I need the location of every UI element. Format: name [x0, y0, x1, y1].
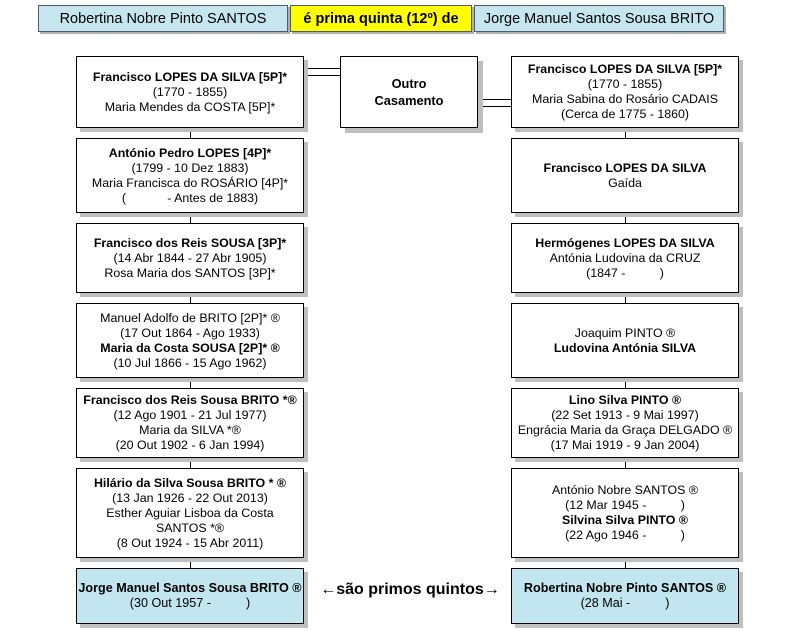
person-line: Manuel Adolfo de BRITO [2P]* ®: [100, 310, 280, 325]
person-line: (Cerca de 1775 - 1860): [560, 107, 690, 121]
person-line: Jorge Manuel Santos Sousa BRITO ®: [78, 581, 302, 595]
person-line: Gaída: [608, 175, 642, 190]
person-line: Maria da SILVA *®: [139, 423, 241, 437]
connector-right-spine-6: [625, 558, 626, 568]
person-line: Antónia Ludovina da CRUZ: [549, 250, 701, 265]
ancestor-r5[interactable]: Lino Silva PINTO ® (22 Set 1913 - 9 Mai …: [511, 388, 739, 458]
person-line: Maria Sabina do Rosário CADAIS: [532, 92, 718, 106]
person-line: (10 Jul 1866 - 15 Ago 1962): [113, 355, 267, 370]
connector-left-spine-1: [190, 128, 191, 138]
person-line: (12 Ago 1901 - 21 Jul 1977): [113, 408, 267, 422]
person-line: (8 Out 1924 - 15 Abr 2011): [116, 535, 264, 550]
subject-left[interactable]: Jorge Manuel Santos Sousa BRITO ® (30 Ou…: [76, 568, 304, 624]
header-relationship-label: é prima quinta (12º) de: [290, 5, 472, 32]
connector-left-spine-3: [190, 293, 191, 303]
ancestor-l4[interactable]: Manuel Adolfo de BRITO [2P]* ® (17 Out 1…: [76, 303, 304, 378]
person-line: (1799 - 10 Dez 1883): [131, 160, 249, 175]
connector-left-spine-5: [190, 458, 191, 468]
person-line: Silvina Silva PINTO ®: [562, 513, 688, 527]
connector-other-marriage-left-a: [288, 68, 341, 69]
connector-right-spine-4: [625, 378, 626, 388]
ancestor-l2[interactable]: António Pedro LOPES [4P]* (1799 - 10 Dez…: [76, 138, 304, 213]
person-line: Francisco LOPES DA SILVA [5P]*: [527, 62, 723, 76]
person-line: Hilário da Silva Sousa BRITO * ®: [93, 475, 287, 490]
connector-right-spine-5: [625, 458, 626, 468]
person-line: António Nobre SANTOS ®: [552, 483, 698, 497]
ancestor-l1[interactable]: Francisco LOPES DA SILVA [5P]* (1770 - 1…: [76, 56, 304, 128]
connector-right-spine-2: [625, 213, 626, 223]
person-line: (13 Jan 1926 - 22 Out 2013): [112, 490, 268, 505]
connector-left-spine-4: [190, 378, 191, 388]
person-line: António Pedro LOPES [4P]*: [108, 145, 272, 160]
person-line: Maria da Costa SOUSA [2P]* ®: [100, 340, 280, 355]
person-line: Rosa Maria dos SANTOS [3P]*: [104, 265, 276, 280]
header-person-right[interactable]: Jorge Manuel Santos Sousa BRITO: [474, 5, 724, 32]
person-line: Robertina Nobre Pinto SANTOS ®: [523, 581, 727, 595]
ancestor-l6[interactable]: Hilário da Silva Sousa BRITO * ® (13 Jan…: [76, 468, 304, 558]
cousin-relation-label: ←são primos quintos→: [320, 581, 500, 598]
person-line: (22 Set 1913 - 9 Mai 1997): [551, 408, 699, 422]
person-line: (22 Ago 1946 - ): [565, 528, 685, 542]
person-line: (30 Out 1957 - ): [129, 596, 251, 610]
person-line: Maria Mendes da COSTA [5P]*: [104, 99, 276, 114]
person-line: (17 Mai 1919 - 9 Jan 2004): [550, 438, 700, 452]
person-line: (1847 - ): [586, 265, 664, 280]
person-line: Lino Silva PINTO ®: [568, 393, 682, 407]
connector-right-spine-3: [625, 293, 626, 303]
person-line: (28 Mai - ): [580, 596, 670, 610]
person-line: Hermógenes LOPES DA SILVA: [535, 235, 715, 250]
ancestor-l5[interactable]: Francisco dos Reis Sousa BRITO *® (12 Ag…: [76, 388, 304, 458]
person-line: (1770 - 1855): [587, 77, 663, 91]
connector-right-spine-1: [625, 128, 626, 138]
person-line: Francisco LOPES DA SILVA [5P]*: [92, 69, 288, 84]
header-person-left[interactable]: Robertina Nobre Pinto SANTOS: [38, 5, 288, 32]
other-marriage-line1: Outro: [391, 76, 427, 91]
connector-other-marriage-right-a: [478, 99, 536, 100]
person-line: Esther Aguiar Lisboa da Costa: [106, 505, 274, 520]
person-line: (17 Out 1864 - Ago 1933): [120, 325, 260, 340]
connector-left-spine-6: [190, 558, 191, 568]
connector-other-marriage-right-b: [478, 106, 536, 107]
ancestor-r6[interactable]: António Nobre SANTOS ® (12 Mar 1945 - ) …: [511, 468, 739, 558]
ancestor-r2[interactable]: Francisco LOPES DA SILVA Gaída: [511, 138, 739, 213]
person-line: Francisco dos Reis SOUSA [3P]*: [93, 235, 287, 250]
connector-left-spine-2: [190, 213, 191, 223]
other-marriage-line2: Casamento: [374, 93, 444, 108]
ancestor-r3[interactable]: Hermógenes LOPES DA SILVA Antónia Ludovi…: [511, 223, 739, 293]
person-line: SANTOS *®: [155, 520, 225, 535]
connector-other-marriage-left-b: [288, 75, 341, 76]
person-line: Maria Francisca do ROSÁRIO [4P]*: [91, 175, 289, 190]
person-line: Francisco LOPES DA SILVA: [543, 160, 707, 175]
person-line: (20 Out 1902 - 6 Jan 1994): [115, 438, 265, 452]
person-line: Engrácia Maria da Graça DELGADO ®: [517, 423, 733, 437]
person-line: Ludovina Antónia SILVA: [553, 340, 697, 355]
person-line: (14 Abr 1844 - 27 Abr 1905): [113, 250, 267, 265]
person-line: (12 Mar 1945 - ): [565, 498, 685, 512]
subject-right[interactable]: Robertina Nobre Pinto SANTOS ® (28 Mai -…: [511, 568, 739, 624]
ancestor-l3[interactable]: Francisco dos Reis SOUSA [3P]* (14 Abr 1…: [76, 223, 304, 293]
ancestor-r4[interactable]: Joaquim PINTO ® Ludovina Antónia SILVA: [511, 303, 739, 378]
ancestor-r1[interactable]: Francisco LOPES DA SILVA [5P]* (1770 - 1…: [511, 56, 739, 128]
person-line: ( - Antes de 1883): [121, 190, 259, 205]
other-marriage-box[interactable]: Outro Casamento: [340, 56, 478, 128]
person-line: Francisco dos Reis Sousa BRITO *®: [83, 393, 297, 407]
person-line: Joaquim PINTO ®: [574, 325, 676, 340]
person-line: (1770 - 1855): [152, 84, 228, 99]
relationship-header: Robertina Nobre Pinto SANTOS é prima qui…: [38, 5, 724, 32]
